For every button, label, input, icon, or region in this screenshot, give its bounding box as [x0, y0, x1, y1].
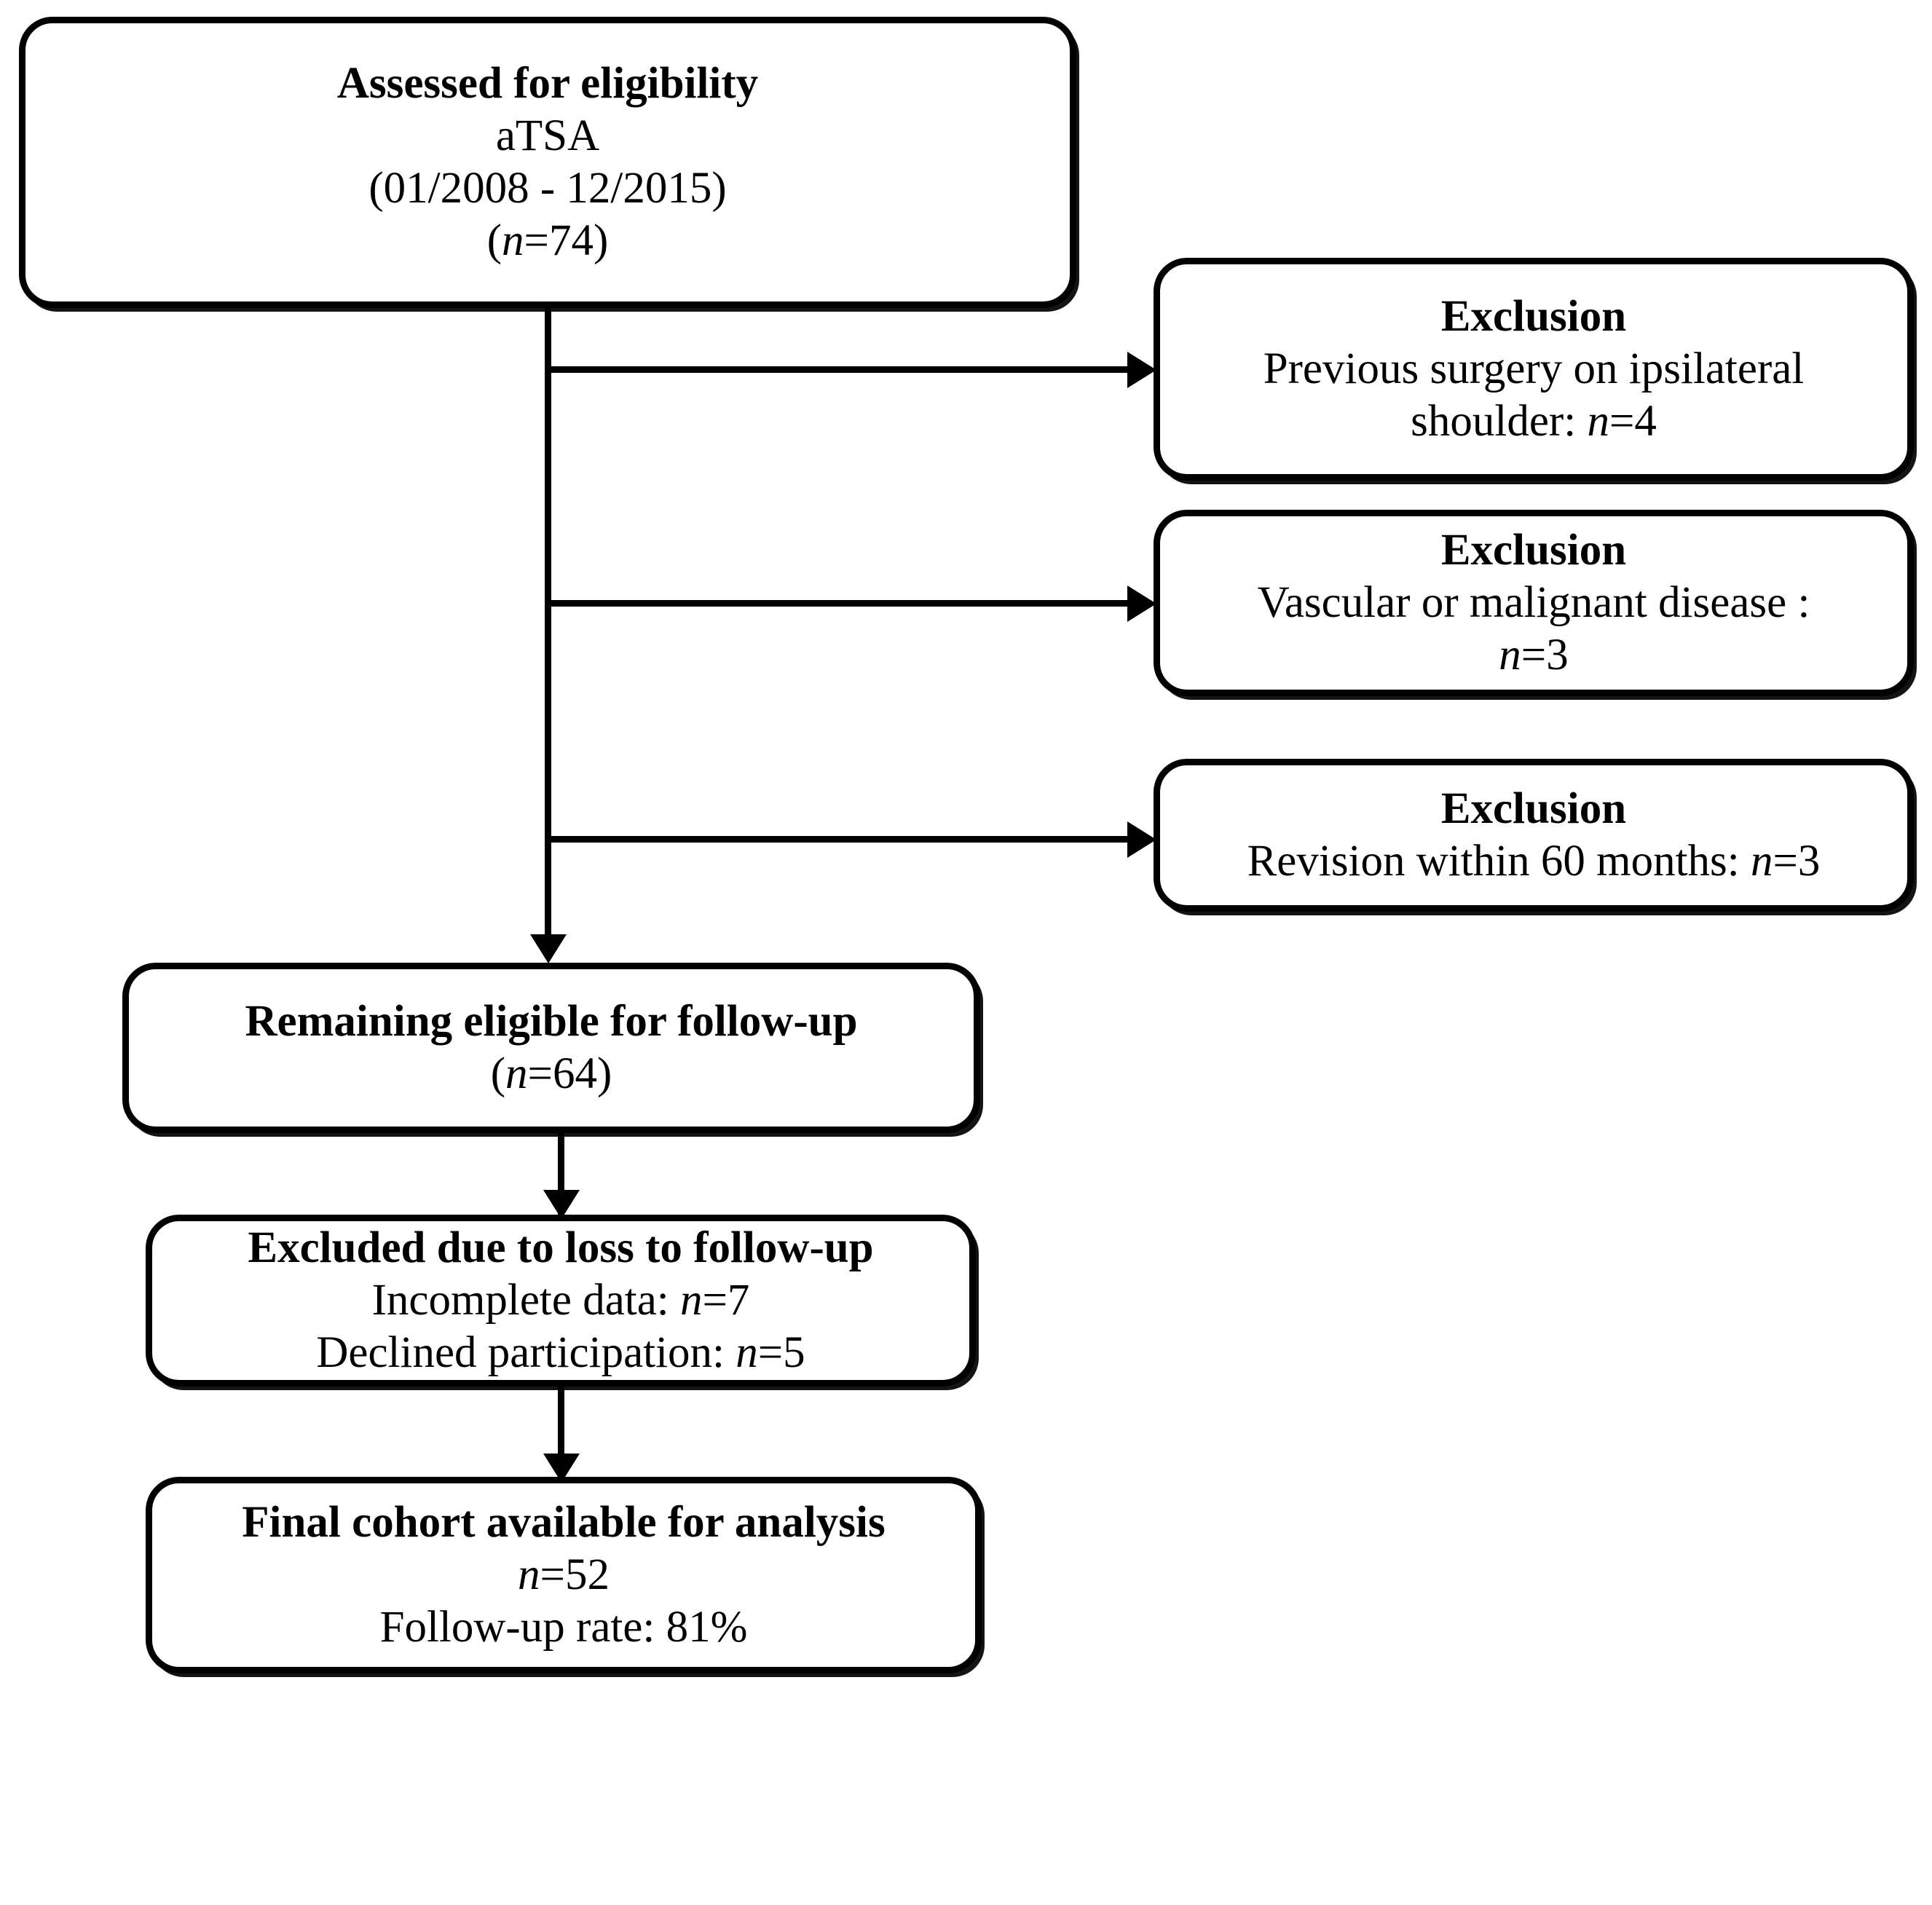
exclusion-1-n: n: [1587, 396, 1609, 446]
final-count-value: =52: [540, 1550, 610, 1600]
exclusion-3-heading: Exclusion: [1440, 784, 1627, 834]
arrow-to-exclusion-2: [1127, 585, 1156, 622]
connector-remaining-to-lost: [558, 1133, 564, 1219]
exclusion-1-reason-line1: Previous surgery on ipsilateral: [1263, 344, 1805, 394]
exclusion-2-heading: Exclusion: [1440, 526, 1627, 575]
lost-incomplete-n: n: [680, 1276, 703, 1325]
remaining-count: (n=64): [491, 1048, 612, 1100]
remaining-heading: Remaining eligible for follow-up: [245, 997, 858, 1046]
connector-spine-main: [545, 308, 551, 942]
exclusion-2-n: n: [1499, 630, 1521, 679]
arrow-spine-to-remaining: [530, 934, 567, 963]
node-final-cohort[interactable]: Final cohort available for analysis n=52…: [146, 1477, 982, 1673]
exclusion-2-reason-line1: Vascular or malignant disease :: [1257, 578, 1810, 628]
node-exclusion-vascular-malignant[interactable]: Exclusion Vascular or malignant disease …: [1154, 510, 1914, 696]
node-exclusion-previous-surgery[interactable]: Exclusion Previous surgery on ipsilatera…: [1154, 258, 1914, 481]
final-count: n=52: [518, 1549, 610, 1601]
node-remaining-eligible[interactable]: Remaining eligible for follow-up (n=64): [122, 963, 980, 1133]
arrow-remaining-to-lost: [543, 1190, 580, 1219]
remaining-count-n: n: [505, 1049, 528, 1098]
remaining-count-prefix: (: [490, 1049, 506, 1098]
lost-declined-label: Declined participation:: [316, 1328, 736, 1377]
connector-branch-exclusion-1: [548, 366, 1130, 373]
assessed-count-prefix: (: [486, 216, 502, 265]
exclusion-2-reason-line2: n=3: [1499, 629, 1568, 682]
arrow-to-exclusion-1: [1127, 352, 1156, 388]
lost-heading: Excluded due to loss to follow-up: [248, 1223, 874, 1273]
exclusion-1-heading: Exclusion: [1440, 292, 1627, 342]
exclusion-3-label: Revision within 60 months:: [1247, 837, 1751, 886]
exclusion-1-reason-line2: shoulder: n=4: [1411, 395, 1657, 448]
node-exclusion-revision[interactable]: Exclusion Revision within 60 months: n=3: [1154, 759, 1914, 912]
assessed-count: (n=74): [487, 215, 609, 267]
node-assessed-for-eligibility[interactable]: Assessed for eligibility aTSA (01/2008 -…: [19, 17, 1076, 308]
exclusion-3-n: n: [1750, 837, 1773, 886]
remaining-count-value: =64): [527, 1049, 612, 1098]
node-excluded-loss-to-follow-up[interactable]: Excluded due to loss to follow-up Incomp…: [146, 1215, 976, 1387]
assessed-count-value: =74): [524, 216, 609, 265]
lost-declined-n: n: [736, 1328, 758, 1377]
exclusion-2-count: =3: [1521, 630, 1569, 679]
exclusion-3-reason-line1: Revision within 60 months: n=3: [1247, 835, 1821, 888]
assessed-procedure: aTSA: [495, 111, 600, 161]
lost-incomplete-label: Incomplete data:: [371, 1276, 681, 1325]
exclusion-1-count: =4: [1609, 396, 1657, 446]
connector-branch-exclusion-3: [548, 836, 1130, 843]
lost-incomplete-data: Incomplete data: n=7: [372, 1274, 750, 1327]
final-heading: Final cohort available for analysis: [242, 1498, 886, 1547]
connector-lost-to-final: [558, 1387, 564, 1483]
lost-declined-participation: Declined participation: n=5: [316, 1327, 805, 1379]
connector-branch-exclusion-2: [548, 600, 1130, 607]
final-count-n: n: [518, 1550, 540, 1600]
lost-declined-count: =5: [757, 1328, 805, 1377]
exclusion-3-count: =3: [1773, 837, 1821, 886]
assessed-count-n: n: [502, 216, 524, 265]
arrow-to-exclusion-3: [1127, 821, 1156, 858]
final-followup-rate: Follow-up rate: 81%: [379, 1602, 748, 1652]
exclusion-1-label: shoulder:: [1411, 396, 1588, 446]
lost-incomplete-count: =7: [702, 1276, 750, 1325]
assessed-title: Assessed for eligibility: [336, 59, 759, 109]
assessed-date-range: (01/2008 - 12/2015): [368, 164, 727, 213]
